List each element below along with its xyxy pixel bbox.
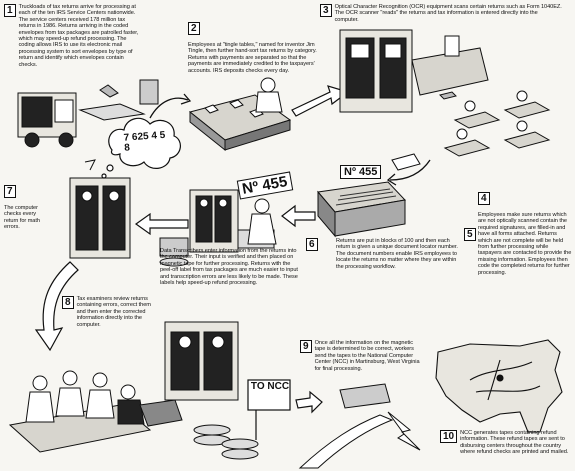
step-4: 4 Employees make sure returns which are … bbox=[478, 192, 574, 276]
employee-desks-illustration bbox=[440, 91, 549, 156]
tape-computer-illustration bbox=[140, 322, 258, 459]
step-3-text: Optical Character Recognition (OCR) equi… bbox=[335, 4, 563, 23]
step-6-number: 6 bbox=[306, 238, 318, 251]
step-10-text: NCC generates tapes containing refund in… bbox=[460, 430, 570, 456]
flow-arrow-5-6 bbox=[282, 206, 315, 226]
flow-arrow-8-9 bbox=[296, 392, 322, 412]
flow-arrow-6-7 bbox=[136, 214, 188, 234]
step-3-number: 3 bbox=[320, 4, 332, 17]
tax-examiners-illustration bbox=[10, 371, 150, 452]
step-2: 2 Employees at "tingle tables," named fo… bbox=[188, 22, 328, 74]
step-4-number: 4 bbox=[478, 192, 490, 205]
step-6: 6 Data Transcribers enter information fr… bbox=[160, 238, 332, 286]
step-8-number: 8 bbox=[62, 296, 74, 309]
step-9-text: Once all the information on the magnetic… bbox=[315, 340, 423, 372]
road-to-ncc-illustration bbox=[300, 384, 420, 468]
step-2-number: 2 bbox=[188, 22, 200, 35]
tingle-table-illustration bbox=[190, 78, 290, 150]
step-9-number: 9 bbox=[300, 340, 312, 353]
step-1-text: Truckloads of tax returns arrive for pro… bbox=[19, 4, 141, 68]
us-map-illustration bbox=[436, 340, 562, 432]
thought-cloud-numbers: 7 625 4 5 8 bbox=[123, 130, 174, 153]
ocr-scanner-illustration bbox=[340, 30, 488, 112]
step-1-number: 1 bbox=[4, 4, 16, 17]
step-6-text: Data Transcribers enter information from… bbox=[160, 248, 300, 286]
document-locator-tag-small: Nº 455 bbox=[340, 165, 381, 179]
step-2-text: Employees at "tingle tables," named for … bbox=[188, 42, 323, 74]
step-5-number: 5 bbox=[464, 228, 476, 241]
step-7: 7 The computer checks every return for m… bbox=[4, 185, 66, 231]
step-10-number: 10 bbox=[440, 430, 457, 443]
computer-illustration bbox=[70, 160, 130, 258]
step-5-text: Returns are put in blocks of 100 and the… bbox=[336, 238, 460, 270]
step-7-number: 7 bbox=[4, 185, 16, 198]
step-8-text: Tax examiners review returns containing … bbox=[77, 296, 159, 328]
step-4-text: Employees make sure returns which are no… bbox=[478, 212, 572, 276]
step-5: 5 Returns are put in blocks of 100 and t… bbox=[336, 228, 476, 270]
step-7-text: The computer checks every return for mat… bbox=[4, 205, 50, 231]
to-ncc-sign-text: TO NCC bbox=[250, 381, 290, 392]
